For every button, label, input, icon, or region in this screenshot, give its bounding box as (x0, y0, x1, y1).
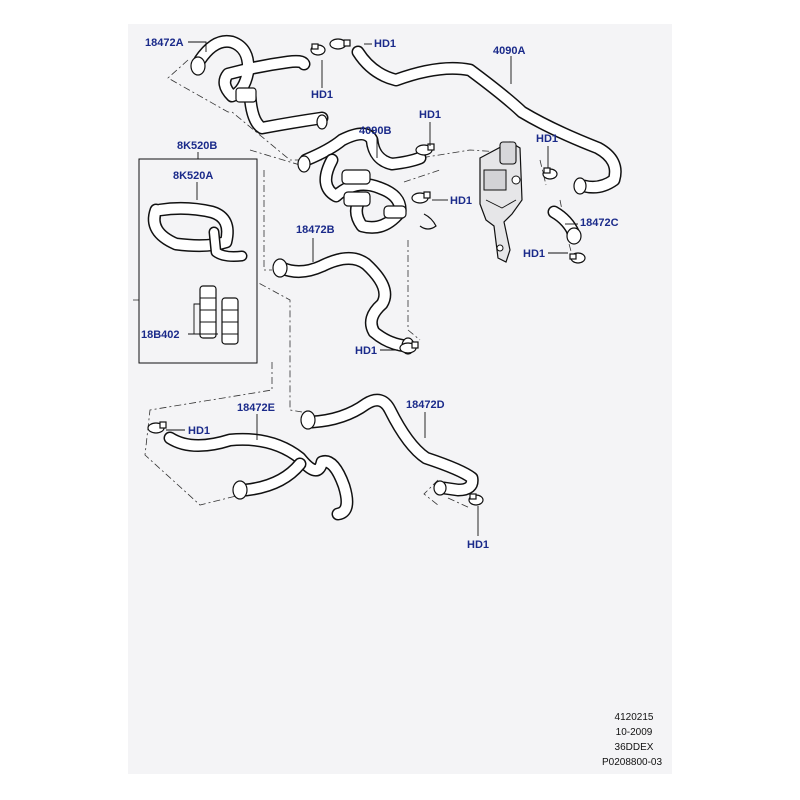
callout-hd1: HD1 (450, 195, 472, 207)
callout-18472a: 18472A (145, 37, 184, 49)
caption-line: 4120215 (615, 712, 654, 723)
leader-lines (166, 41, 578, 536)
caption-block: 4120215 10-2009 36DDEX P0208800-03 (602, 712, 662, 768)
hose-4090b (297, 127, 437, 234)
callout-hd1: HD1 (188, 425, 210, 437)
callout-18472c: 18472C (580, 217, 619, 229)
callout-hd1: HD1 (467, 539, 489, 551)
connector-18b402-right-icon (221, 297, 239, 345)
connector-18b402-left-icon (199, 285, 217, 339)
callout-hd1: HD1 (311, 89, 333, 101)
callout-8k520b: 8K520B (177, 140, 217, 152)
hose-18472a (190, 34, 329, 135)
hose-clip-icon (147, 38, 586, 506)
callout-18472d: 18472D (406, 399, 445, 411)
inset-box-8k520b (138, 158, 258, 364)
diagram-canvas (128, 24, 672, 774)
callout-18472e: 18472E (237, 402, 275, 414)
hose-connector-icon (190, 56, 206, 76)
callout-hd1: HD1 (355, 345, 377, 357)
valve-unit-icon (479, 141, 523, 263)
caption-line: 10-2009 (616, 727, 653, 738)
hose-18472d (300, 393, 479, 497)
callout-18b402: 18B402 (141, 329, 180, 341)
callout-4090a: 4090A (493, 45, 525, 57)
callout-hd1: HD1 (419, 109, 441, 121)
caption-line: 36DDEX (615, 742, 654, 753)
callout-4090b: 4090B (359, 125, 391, 137)
callout-hd1: HD1 (374, 38, 396, 50)
callout-hd1: HD1 (536, 133, 558, 145)
callout-8k520a: 8K520A (173, 170, 213, 182)
hose-18472c (547, 205, 582, 245)
callout-hd1: HD1 (523, 248, 545, 260)
callout-18472b: 18472B (296, 224, 335, 236)
caption-line: P0208800-03 (602, 757, 662, 768)
hose-18472e (163, 431, 354, 521)
hose-18472b (272, 252, 415, 355)
hose-4090a (351, 45, 622, 195)
